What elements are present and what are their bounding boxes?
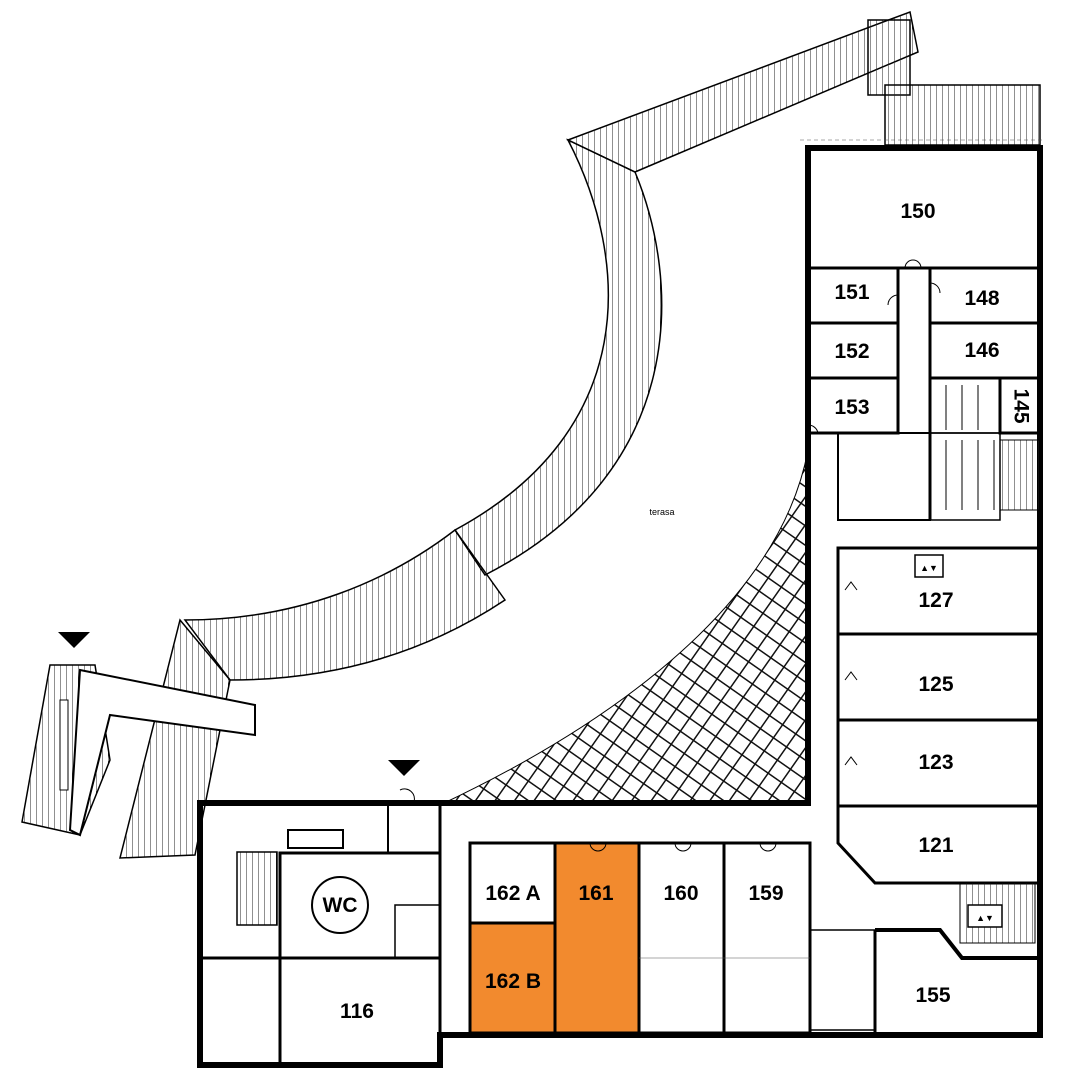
entrance-marker-icon <box>388 760 420 776</box>
room-label-127: 127 <box>918 589 953 612</box>
room-label-145: 145 <box>1009 388 1032 423</box>
room-label-161: 161 <box>578 882 613 905</box>
exterior-stairs <box>21 664 256 837</box>
building-right-wing: ▲▼ ▲▼ WC <box>197 139 1045 1068</box>
room-label-155: 155 <box>915 984 950 1007</box>
svg-text:▲▼: ▲▼ <box>920 563 938 573</box>
room-label-152: 152 <box>834 340 869 363</box>
room-label-159: 159 <box>748 882 783 905</box>
room-label-125: 125 <box>918 673 953 696</box>
svg-text:▲▼: ▲▼ <box>976 913 994 923</box>
room-labels: 150 151 148 152 146 153 145 127 125 123 121 162 A 16… <box>340 200 1032 1023</box>
room-label-121: 121 <box>918 834 953 857</box>
room-label-150: 150 <box>900 200 935 223</box>
wc-icon <box>311 876 369 934</box>
room-label-148: 148 <box>964 287 999 310</box>
elevator-icon: ▲▼ <box>967 904 1003 928</box>
room-label-162a: 162 A <box>485 882 540 905</box>
elevator-icon: ▲▼ <box>914 554 944 578</box>
terrace-label: terasa <box>649 507 674 517</box>
terrace-stairs <box>119 10 1041 859</box>
room-label-162b: 162 B <box>485 970 541 993</box>
terrace-grid <box>439 449 809 806</box>
wc-label: WC <box>323 894 358 917</box>
room-label-146: 146 <box>964 339 999 362</box>
door-icon <box>399 259 941 852</box>
room-label-123: 123 <box>918 751 953 774</box>
room-label-116: 116 <box>340 1000 374 1023</box>
room-label-151: 151 <box>834 281 869 304</box>
room-label-160: 160 <box>663 882 698 905</box>
room-label-153: 153 <box>834 396 869 419</box>
entrance-marker-icon <box>58 632 90 648</box>
